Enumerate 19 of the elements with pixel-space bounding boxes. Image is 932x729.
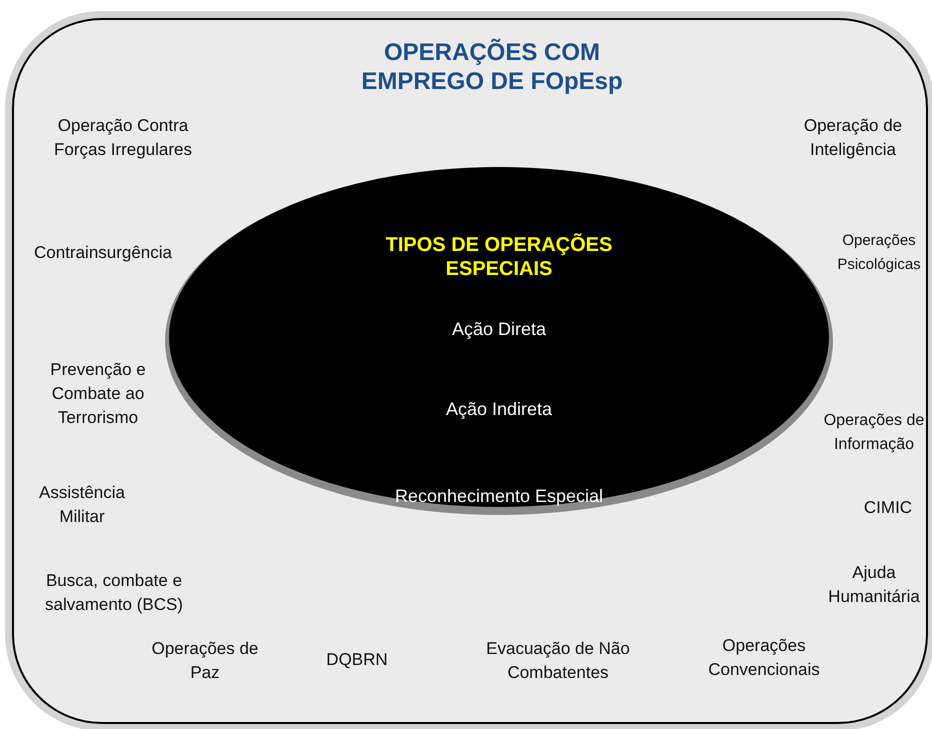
operation-type: Ação Indireta [444,398,554,420]
operation-label: Operação Contra Forças Irregulares [53,115,193,161]
operation-label: Operação de Inteligência [802,115,904,161]
operation-label: Operações Convencionais [707,635,821,681]
operation-label: Operações Psicológicas [836,231,922,275]
ellipse-heading: TIPOS DE OPERAÇÕES ESPECIAIS [384,233,614,281]
operation-type: Ação Direta [450,318,548,340]
operation-label: Operações de Paz [150,638,260,684]
operation-label: Evacuação de Não Combatentes [485,638,631,684]
operation-label: Contrainsurgência [33,242,173,264]
operation-label: DQBRN [325,649,389,671]
operation-label: Busca, combate e salvamento (BCS) [44,570,184,616]
operation-type: Reconhecimento Especial [394,485,604,507]
operation-label: Operações de Informação [822,411,926,455]
title: OPERAÇÕES COM EMPREGO DE FOpEsp [360,38,624,96]
operation-label: CIMIC [862,497,914,519]
operation-label: Assistência Militar [38,482,126,528]
operation-label: Ajuda Humanitária [827,562,921,608]
operation-label: Prevenção e Combate ao Terrorismo [49,359,147,429]
